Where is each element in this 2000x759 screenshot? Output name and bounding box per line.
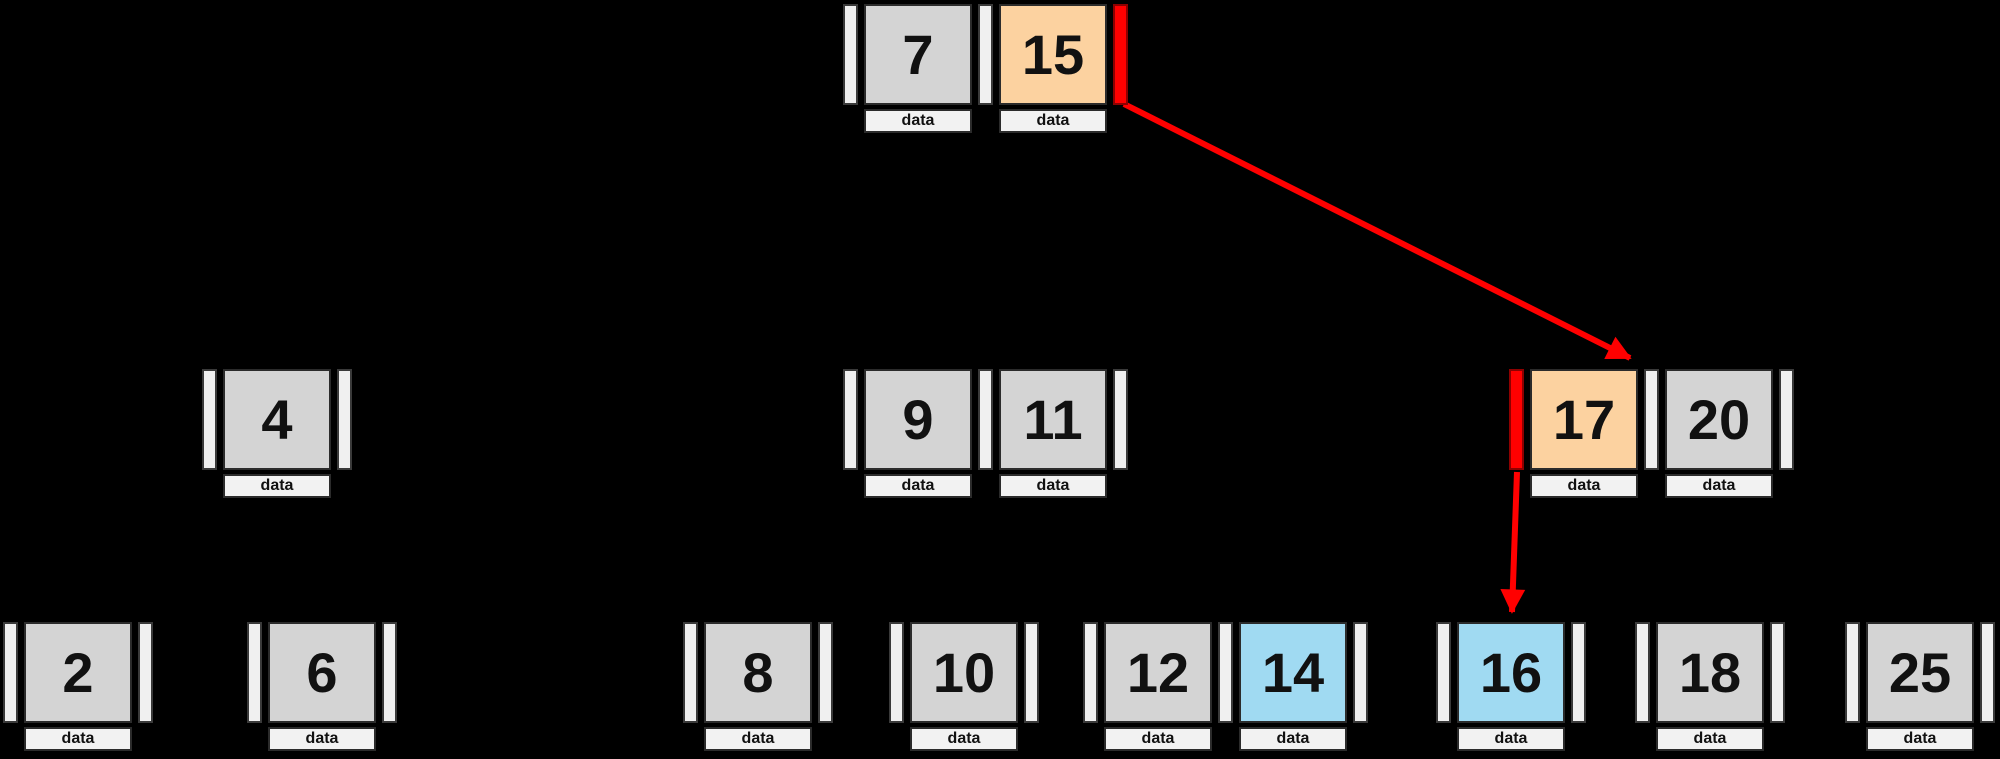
data-label: data <box>864 109 972 133</box>
pointer-cell <box>843 4 858 105</box>
pointer-cell <box>978 4 993 105</box>
pointer-cell <box>247 622 262 723</box>
btree-node-leaf-12-14: 12 data 14 data <box>1083 622 1368 752</box>
pointer-cell <box>1644 369 1659 470</box>
key-cell-14: 14 <box>1239 622 1347 723</box>
data-label: data <box>223 474 331 498</box>
btree-node-leaf-10: 10 data <box>889 622 1039 752</box>
data-label: data <box>24 727 132 751</box>
key-cell-11: 11 <box>999 369 1107 470</box>
btree-node-leaf-6: 6 data <box>247 622 397 752</box>
key-cell-2: 2 <box>24 622 132 723</box>
key-cell-25: 25 <box>1866 622 1974 723</box>
key-cell-17: 17 <box>1530 369 1638 470</box>
pointer-cell <box>1571 622 1586 723</box>
pointer-cell <box>889 622 904 723</box>
data-label: data <box>1866 727 1974 751</box>
arrow-root-to-internal-17-20 <box>1122 101 1632 361</box>
key-cell-4: 4 <box>223 369 331 470</box>
pointer-cell <box>1436 622 1451 723</box>
pointer-cell <box>337 369 352 470</box>
btree-node-internal-4: 4 data <box>202 369 352 499</box>
btree-node-leaf-25: 25 data <box>1845 622 1995 752</box>
data-label: data <box>1665 474 1773 498</box>
data-label: data <box>1239 727 1347 751</box>
pointer-cell <box>3 622 18 723</box>
pointer-cell <box>1980 622 1995 723</box>
key-cell-10: 10 <box>910 622 1018 723</box>
key-cell-9: 9 <box>864 369 972 470</box>
key-cell-20: 20 <box>1665 369 1773 470</box>
data-label: data <box>1530 474 1638 498</box>
key-cell-6: 6 <box>268 622 376 723</box>
pointer-cell-active <box>1509 369 1524 470</box>
key-cell-8: 8 <box>704 622 812 723</box>
pointer-cell <box>138 622 153 723</box>
pointer-cell <box>1845 622 1860 723</box>
pointer-cell <box>818 622 833 723</box>
pointer-cell <box>1024 622 1039 723</box>
pointer-cell <box>1083 622 1098 723</box>
data-label: data <box>999 474 1107 498</box>
key-cell-15: 15 <box>999 4 1107 105</box>
pointer-cell <box>978 369 993 470</box>
pointer-cell <box>843 369 858 470</box>
pointer-cell <box>1770 622 1785 723</box>
btree-node-leaf-2: 2 data <box>3 622 153 752</box>
btree-node-leaf-8: 8 data <box>683 622 833 752</box>
pointer-cell <box>1635 622 1650 723</box>
pointer-cell <box>683 622 698 723</box>
btree-node-leaf-16: 16 data <box>1436 622 1586 752</box>
key-cell-16: 16 <box>1457 622 1565 723</box>
key-cell-18: 18 <box>1656 622 1764 723</box>
data-label: data <box>1104 727 1212 751</box>
key-cell-12: 12 <box>1104 622 1212 723</box>
pointer-cell <box>1218 622 1233 723</box>
pointer-cell <box>1113 369 1128 470</box>
pointer-cell <box>1353 622 1368 723</box>
data-label: data <box>1457 727 1565 751</box>
pointer-cell <box>382 622 397 723</box>
data-label: data <box>999 109 1107 133</box>
data-label: data <box>268 727 376 751</box>
pointer-cell <box>202 369 217 470</box>
btree-node-root-7-15: 7 data 15 data <box>843 4 1128 134</box>
btree-node-internal-9-11: 9 data 11 data <box>843 369 1128 499</box>
data-label: data <box>1656 727 1764 751</box>
btree-node-leaf-18: 18 data <box>1635 622 1785 752</box>
data-label: data <box>704 727 812 751</box>
pointer-cell <box>1779 369 1794 470</box>
pointer-cell-active <box>1113 4 1128 105</box>
data-label: data <box>910 727 1018 751</box>
key-cell-7: 7 <box>864 4 972 105</box>
data-label: data <box>864 474 972 498</box>
btree-node-internal-17-20: 17 data 20 data <box>1509 369 1794 499</box>
